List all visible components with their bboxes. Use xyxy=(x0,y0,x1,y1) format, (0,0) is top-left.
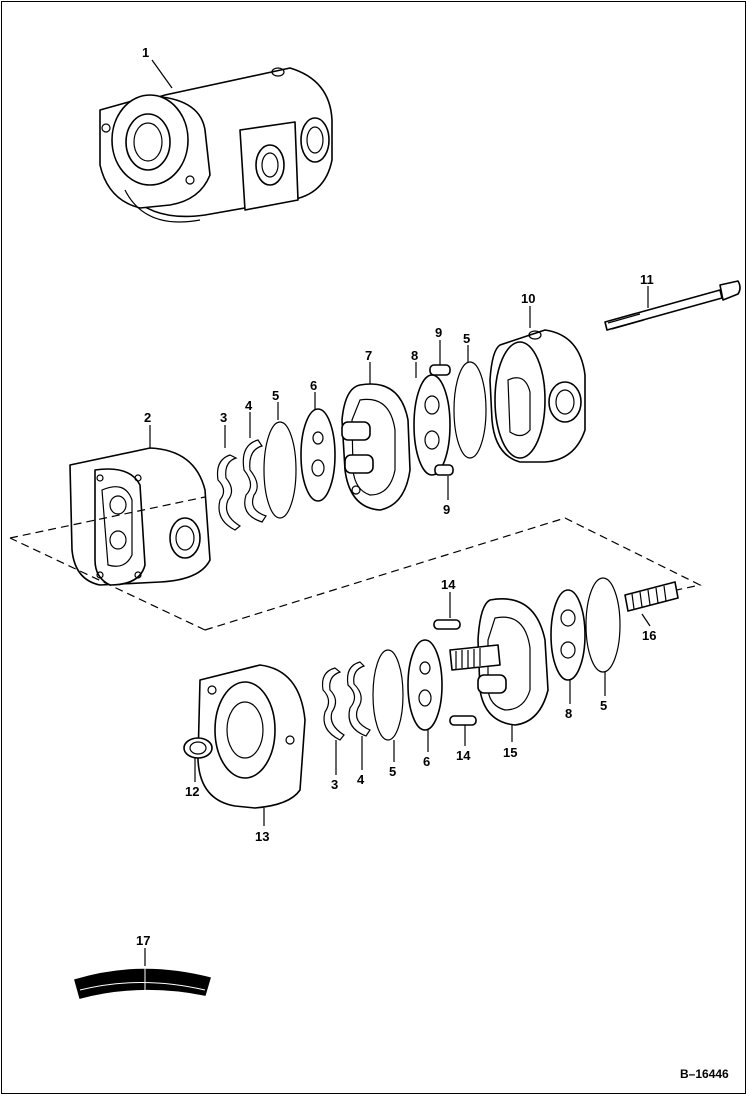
callout-1: 1 xyxy=(142,45,149,60)
callout-14-bottom: 14 xyxy=(456,748,471,763)
part-13-front-cover xyxy=(197,664,306,809)
part-9-dowel-bottom xyxy=(434,464,454,476)
callout-10: 10 xyxy=(521,291,535,306)
part-5-oring-c xyxy=(372,649,404,741)
callout-13: 13 xyxy=(255,829,269,844)
callout-6-upper: 6 xyxy=(310,378,317,393)
part-9-dowel-top xyxy=(429,364,451,376)
part-14-dowel-top xyxy=(433,619,461,630)
callout-9-top: 9 xyxy=(435,325,442,340)
part-3-seal-lower xyxy=(321,667,345,741)
part-17-decal xyxy=(74,966,211,999)
part-1-pump-assembly xyxy=(99,67,333,223)
part-5-oring-b xyxy=(453,361,487,459)
part-5-oring-d xyxy=(585,577,621,673)
part-11-bolt xyxy=(604,280,741,331)
callout-15: 15 xyxy=(503,745,517,760)
figure-id: B–16446 xyxy=(680,1067,729,1081)
callout-7: 7 xyxy=(365,348,372,363)
part-2-housing xyxy=(69,447,211,586)
part-14-dowel-bottom xyxy=(449,715,477,726)
callout-5-lower-c: 5 xyxy=(389,764,396,779)
callout-17: 17 xyxy=(136,933,150,948)
callout-9-bottom: 9 xyxy=(443,502,450,517)
leader-lines xyxy=(144,59,651,966)
callout-3-upper: 3 xyxy=(220,410,227,425)
part-15-gear-section xyxy=(449,598,549,726)
callout-5-upper-b: 5 xyxy=(463,331,470,346)
part-8-plate-lower xyxy=(550,589,586,681)
part-4-seal-upper xyxy=(242,439,267,523)
callout-5-upper-a: 5 xyxy=(272,388,279,403)
part-8-plate-upper xyxy=(413,374,451,476)
callout-16: 16 xyxy=(642,628,656,643)
part-3-seal-upper xyxy=(216,454,242,531)
callout-6-lower: 6 xyxy=(423,754,430,769)
callout-5-lower-d: 5 xyxy=(600,698,607,713)
part-6-wear-plate-lower xyxy=(407,639,443,731)
part-16-drive-shaft xyxy=(624,581,679,612)
part-6-wear-plate-upper xyxy=(300,408,336,502)
callout-labels: 1 2 3 4 5 6 7 8 9 5 10 11 9 14 16 8 5 15… xyxy=(136,45,656,948)
callout-14-top: 14 xyxy=(441,577,456,592)
part-5-oring-a xyxy=(263,421,297,519)
part-4-seal-lower xyxy=(346,661,371,737)
callout-11: 11 xyxy=(640,272,654,287)
callout-8-upper: 8 xyxy=(411,348,418,363)
callout-3-lower: 3 xyxy=(331,777,338,792)
callout-8-lower: 8 xyxy=(565,706,572,721)
callout-2: 2 xyxy=(144,410,151,425)
callout-12: 12 xyxy=(185,784,199,799)
callout-4-lower: 4 xyxy=(357,772,365,787)
part-10-rear-cover xyxy=(489,329,586,463)
part-12-shaft-seal xyxy=(183,737,213,759)
part-7-gear-section xyxy=(341,383,411,511)
callout-4-upper: 4 xyxy=(245,398,253,413)
